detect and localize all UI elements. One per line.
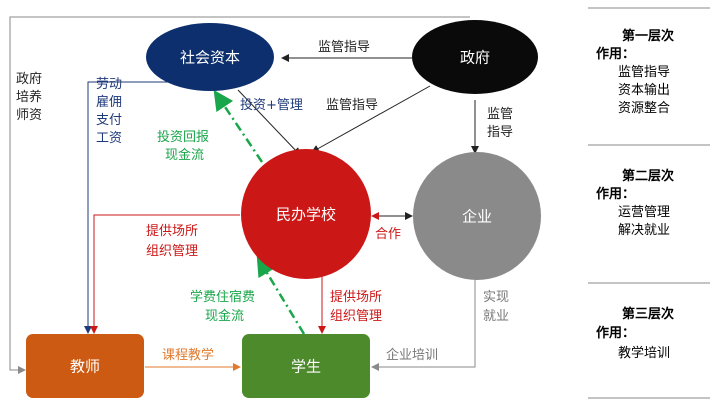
- edge-investment-return: [213, 89, 264, 163]
- node-student-label: 学生: [291, 358, 321, 376]
- label-employment-1: 实现: [483, 290, 509, 305]
- label-school-to-teacher-1: 提供场所: [146, 223, 198, 239]
- layer-1-title: 第一层次: [622, 28, 674, 44]
- label-school-to-student-1: 提供场所: [330, 289, 382, 305]
- layer-1-subtitle: 作用：: [596, 46, 635, 62]
- label-teaching: 课程教学: [162, 347, 214, 363]
- label-gov-to-capital: 监管指导: [318, 40, 370, 55]
- label-school-to-student-2: 组织管理: [330, 309, 382, 324]
- label-gov-to-enterprise-1: 监管: [487, 107, 513, 122]
- label-labor-hire-1: 劳动: [96, 76, 122, 92]
- node-government[interactable]: 政府: [412, 20, 538, 94]
- label-investment-return-2: 现金流: [165, 147, 204, 163]
- layer-2-item-2: 解决就业: [618, 223, 670, 238]
- node-enterprise-label: 企业: [462, 208, 492, 226]
- label-labor-hire-3: 支付: [96, 113, 122, 128]
- label-gov-to-enterprise-2: 指导: [487, 125, 513, 140]
- label-school-to-teacher-2: 组织管理: [146, 244, 198, 259]
- edge-school-teacher: [90, 214, 240, 334]
- edge-gov-school: [311, 85, 431, 153]
- label-employment-2: 就业: [483, 309, 509, 324]
- label-gov-train-teacher-1: 政府: [16, 72, 42, 87]
- label-capital-to-school: 投资+管理: [240, 97, 303, 113]
- label-enterprise-training: 企业培训: [386, 347, 438, 363]
- edge-capital-school: [237, 89, 301, 156]
- node-teacher[interactable]: 教师: [26, 334, 144, 398]
- layer-3-subtitle: 作用：: [596, 325, 635, 341]
- edge-gov-train-teacher: [9, 16, 470, 374]
- layer-2-title: 第二层次: [622, 168, 674, 184]
- layer-1-item-1: 监管指导: [618, 65, 670, 80]
- label-gov-to-school: 监管指导: [326, 98, 378, 113]
- layer-2-item-1: 运营管理: [618, 205, 670, 220]
- layer-2-subtitle: 作用：: [596, 186, 635, 202]
- label-gov-train-teacher-2: 培养: [16, 89, 42, 105]
- label-tuition-2: 现金流: [205, 308, 244, 324]
- node-government-label: 政府: [460, 49, 490, 67]
- layer-3-title: 第三层次: [622, 306, 674, 322]
- layer-1-item-3: 资源整合: [618, 101, 670, 116]
- label-cooperation: 合作: [375, 227, 401, 242]
- label-labor-hire-4: 工资: [96, 131, 122, 146]
- node-enterprise[interactable]: 企业: [413, 152, 541, 280]
- label-gov-train-teacher-3: 师资: [16, 108, 42, 123]
- layer-3-item-1: 教学培训: [618, 345, 670, 361]
- node-teacher-label: 教师: [70, 358, 100, 376]
- edge-labor-hire: [84, 81, 180, 334]
- label-labor-hire-2: 雇佣: [96, 94, 122, 110]
- layer-1-item-2: 资本输出: [618, 82, 670, 98]
- label-investment-return-1: 投资回报: [157, 129, 209, 145]
- node-student[interactable]: 学生: [242, 334, 370, 398]
- label-tuition-1: 学费住宿费: [190, 289, 255, 305]
- node-capital-label: 社会资本: [180, 49, 240, 67]
- node-school[interactable]: 民办学校: [241, 149, 371, 279]
- layer-legend: 第一层次 作用： 监管指导 资本输出 资源整合 第二层次 作用： 运营管理 解决…: [588, 7, 710, 399]
- node-capital[interactable]: 社会资本: [146, 23, 274, 91]
- edge-tuition: [256, 255, 306, 335]
- node-school-label: 民办学校: [276, 206, 336, 224]
- edge-enterprise-training: [371, 278, 476, 371]
